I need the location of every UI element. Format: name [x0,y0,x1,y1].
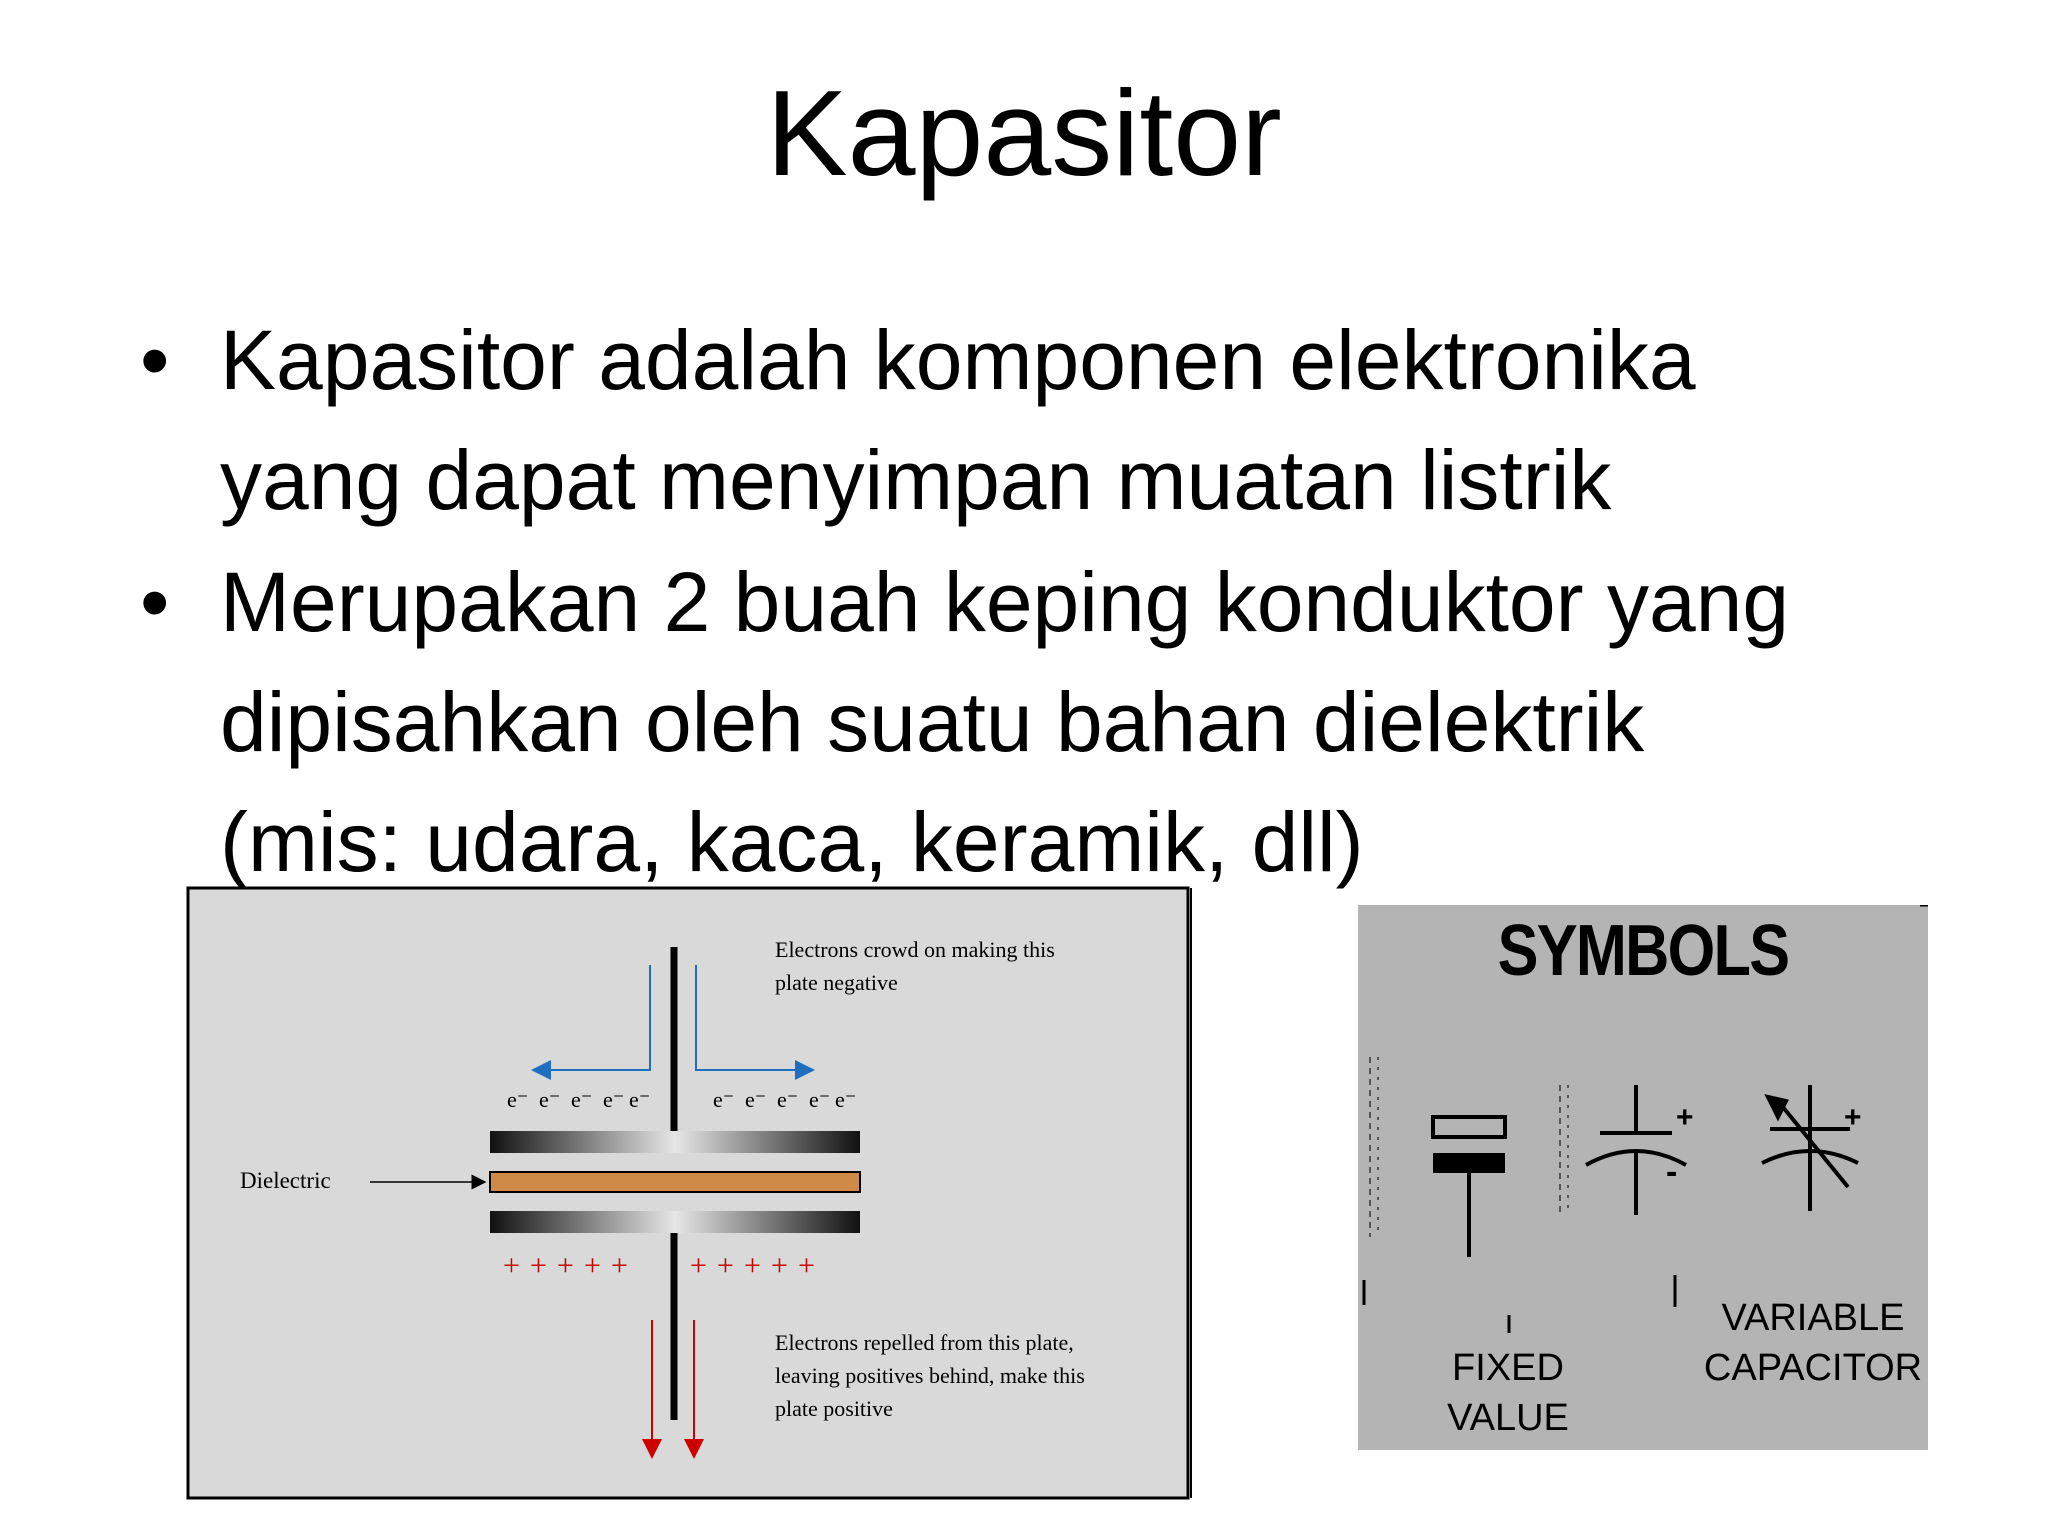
fixed-capacitor-symbol-icon [1431,1115,1507,1257]
bullet-list: • Kapasitor adalah komponen elektronika … [140,300,2020,902]
symbols-panel: SYMBOLS + - + [1358,905,1928,1450]
bullet-text-line: Merupakan 2 buah keping konduktor yang [220,555,1790,649]
positive-sign: + [744,1249,761,1282]
caption-line: VARIABLE [1721,1297,1904,1339]
positive-row-left: + + + + + [503,1249,628,1282]
capacitor-diagram-svg: e⁻ e⁻ e⁻ e⁻ e⁻ e⁻ e⁻ e⁻ e⁻ e⁻ Dielectric… [186,886,1192,1500]
bullet-dot-icon: • [140,313,170,407]
top-note-line: plate negative [775,970,898,995]
fixed-value-caption: FIXED VALUE [1447,1347,1569,1439]
polarized-capacitor-symbol-icon [1585,1085,1687,1215]
positive-sign: + [717,1249,734,1282]
electron-label: e⁻ [629,1087,650,1112]
positive-sign: + [503,1249,520,1282]
plus-sign: + [1844,1101,1862,1134]
positive-sign: + [690,1249,707,1282]
bullet-text-line: Kapasitor adalah komponen elektronika [220,313,1696,407]
variable-capacitor-symbol-icon [1761,1085,1859,1211]
positive-sign: + [584,1249,601,1282]
bottom-note-line: Electrons repelled from this plate, [775,1330,1074,1355]
symbols-background [1358,905,1928,1450]
positive-sign: + [530,1249,547,1282]
electron-flow-right-arrow [695,965,815,1080]
electron-label: e⁻ [507,1087,528,1112]
positive-sign: + [557,1249,574,1282]
electron-label: e⁻ [603,1087,624,1112]
bullet-text-line: (mis: udara, kaca, keramik, dll) [220,795,1364,889]
top-note: Electrons crowd on making this plate neg… [775,937,1055,995]
caption-line: CAPACITOR [1704,1347,1922,1389]
bullet-text-line: dipisahkan oleh suatu bahan dielektrik [220,675,1645,769]
positive-row-right: + + + + + [690,1249,815,1282]
positive-plate [490,1211,860,1233]
electron-label: e⁻ [539,1087,560,1112]
electron-label: e⁻ [809,1087,830,1112]
electron-row-left: e⁻ e⁻ e⁻ e⁻ e⁻ [507,1087,650,1112]
symbols-heading: SYMBOLS [1498,911,1789,991]
caption-line: VALUE [1447,1397,1569,1439]
bottom-note-line: plate positive [775,1396,893,1421]
electron-flow-left-arrow [531,965,651,1080]
electron-row-right: e⁻ e⁻ e⁻ e⁻ e⁻ [713,1087,856,1112]
plus-sign: + [1676,1101,1694,1134]
faded-vertical-text-decor [1369,1057,1569,1237]
variable-capacitor-caption: VARIABLE CAPACITOR [1704,1297,1922,1389]
caption-line: FIXED [1452,1347,1564,1389]
electron-label: e⁻ [777,1087,798,1112]
bottom-note: Electrons repelled from this plate, leav… [775,1330,1085,1421]
capacitor-diagram: e⁻ e⁻ e⁻ e⁻ e⁻ e⁻ e⁻ e⁻ e⁻ e⁻ Dielectric… [185,885,1195,1505]
dielectric-layer [489,1171,861,1193]
dielectric-label: Dielectric [240,1168,331,1193]
bullet-dot-icon: • [140,555,170,649]
positive-sign: + [771,1249,788,1282]
negative-plate [490,1131,860,1153]
bullet-text-line: yang dapat menyimpan muatan listrik [220,433,1612,527]
bullet-item: • Kapasitor adalah komponen elektronika … [140,300,2020,540]
positive-sign: + [798,1249,815,1282]
electron-label: e⁻ [571,1087,592,1112]
symbols-panel-svg: SYMBOLS + - + [1358,905,1928,1450]
top-note-line: Electrons crowd on making this [775,937,1055,962]
electron-label: e⁻ [835,1087,856,1112]
bottom-note-line: leaving positives behind, make this [775,1363,1085,1388]
electron-label: e⁻ [713,1087,734,1112]
electron-label: e⁻ [745,1087,766,1112]
bullet-item: • Merupakan 2 buah keping konduktor yang… [140,542,2020,902]
positive-sign: + [611,1249,628,1282]
slide-title: Kapasitor [766,65,1282,201]
minus-sign: - [1666,1153,1677,1191]
